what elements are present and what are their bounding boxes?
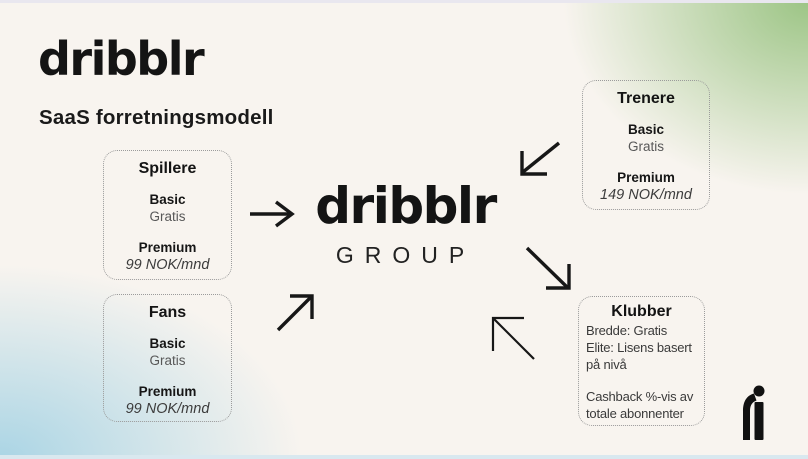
- tier-name: Premium: [138, 383, 197, 399]
- slide-title: SaaS forretningsmodell: [39, 106, 274, 129]
- box-trenere-title: Trenere: [617, 90, 675, 107]
- klubber-pricing-text: Bredde: Gratis Elite: Lisens basert på n…: [586, 323, 697, 374]
- tier-price: 99 NOK/mnd: [125, 400, 210, 417]
- slide-top-edge: [0, 0, 808, 3]
- tier-name: Basic: [627, 122, 665, 137]
- arrow-trenere-to-center-icon: [517, 139, 563, 179]
- tier-name: Premium: [138, 239, 197, 255]
- center-logo-group-label: GROUP: [335, 241, 476, 268]
- tier-premium: Premium 99 NOK/mnd: [104, 239, 231, 275]
- tier-price: 149 NOK/mnd: [600, 186, 692, 203]
- tier-basic: Basic Gratis: [104, 191, 231, 226]
- klubber-line-bredde: Bredde: Gratis: [586, 323, 668, 338]
- dribblr-logo: dribblr: [38, 32, 205, 86]
- slide-bottom-edge: [0, 455, 808, 459]
- arrow-fans-to-center-icon: [276, 291, 318, 333]
- arrow-center-to-klubber-icon: [524, 245, 574, 293]
- arrow-klubber-to-center-icon: [489, 313, 539, 363]
- tier-name: Basic: [149, 192, 186, 207]
- tier-name: Premium: [617, 169, 675, 185]
- center-dribblr-group-logo: dribblr GROUP: [303, 177, 508, 269]
- box-klubber: Klubber Bredde: Gratis Elite: Lisens bas…: [578, 296, 705, 426]
- box-spillere-title: Spillere: [138, 160, 197, 177]
- tier-price: Gratis: [627, 139, 664, 155]
- tier-premium: Premium 99 NOK/mnd: [104, 383, 231, 419]
- tier-price: Gratis: [149, 353, 186, 369]
- tier-price: Gratis: [149, 209, 186, 225]
- tier-name: Basic: [149, 336, 186, 351]
- tier-price: 99 NOK/mnd: [125, 256, 210, 273]
- box-fans-title: Fans: [148, 304, 187, 321]
- box-fans: Fans Basic Gratis Premium 99 NOK/mnd: [103, 294, 232, 422]
- arrow-spillere-to-center-icon: [248, 199, 296, 229]
- center-logo-wordmark: dribblr: [315, 177, 497, 235]
- box-spillere: Spillere Basic Gratis Premium 99 NOK/mnd: [103, 150, 232, 280]
- tier-premium: Premium 149 NOK/mnd: [583, 169, 709, 205]
- tier-basic: Basic Gratis: [104, 335, 231, 370]
- box-klubber-title: Klubber: [611, 303, 672, 320]
- dribblr-ri-mark-icon: [742, 385, 766, 446]
- tier-basic: Basic Gratis: [583, 121, 709, 156]
- klubber-cashback-text: Cashback %-vis av totale abonnenter: [586, 388, 694, 421]
- box-trenere: Trenere Basic Gratis Premium 149 NOK/mnd: [582, 80, 710, 210]
- klubber-line-elite: Elite: Lisens basert på nivå: [586, 339, 692, 372]
